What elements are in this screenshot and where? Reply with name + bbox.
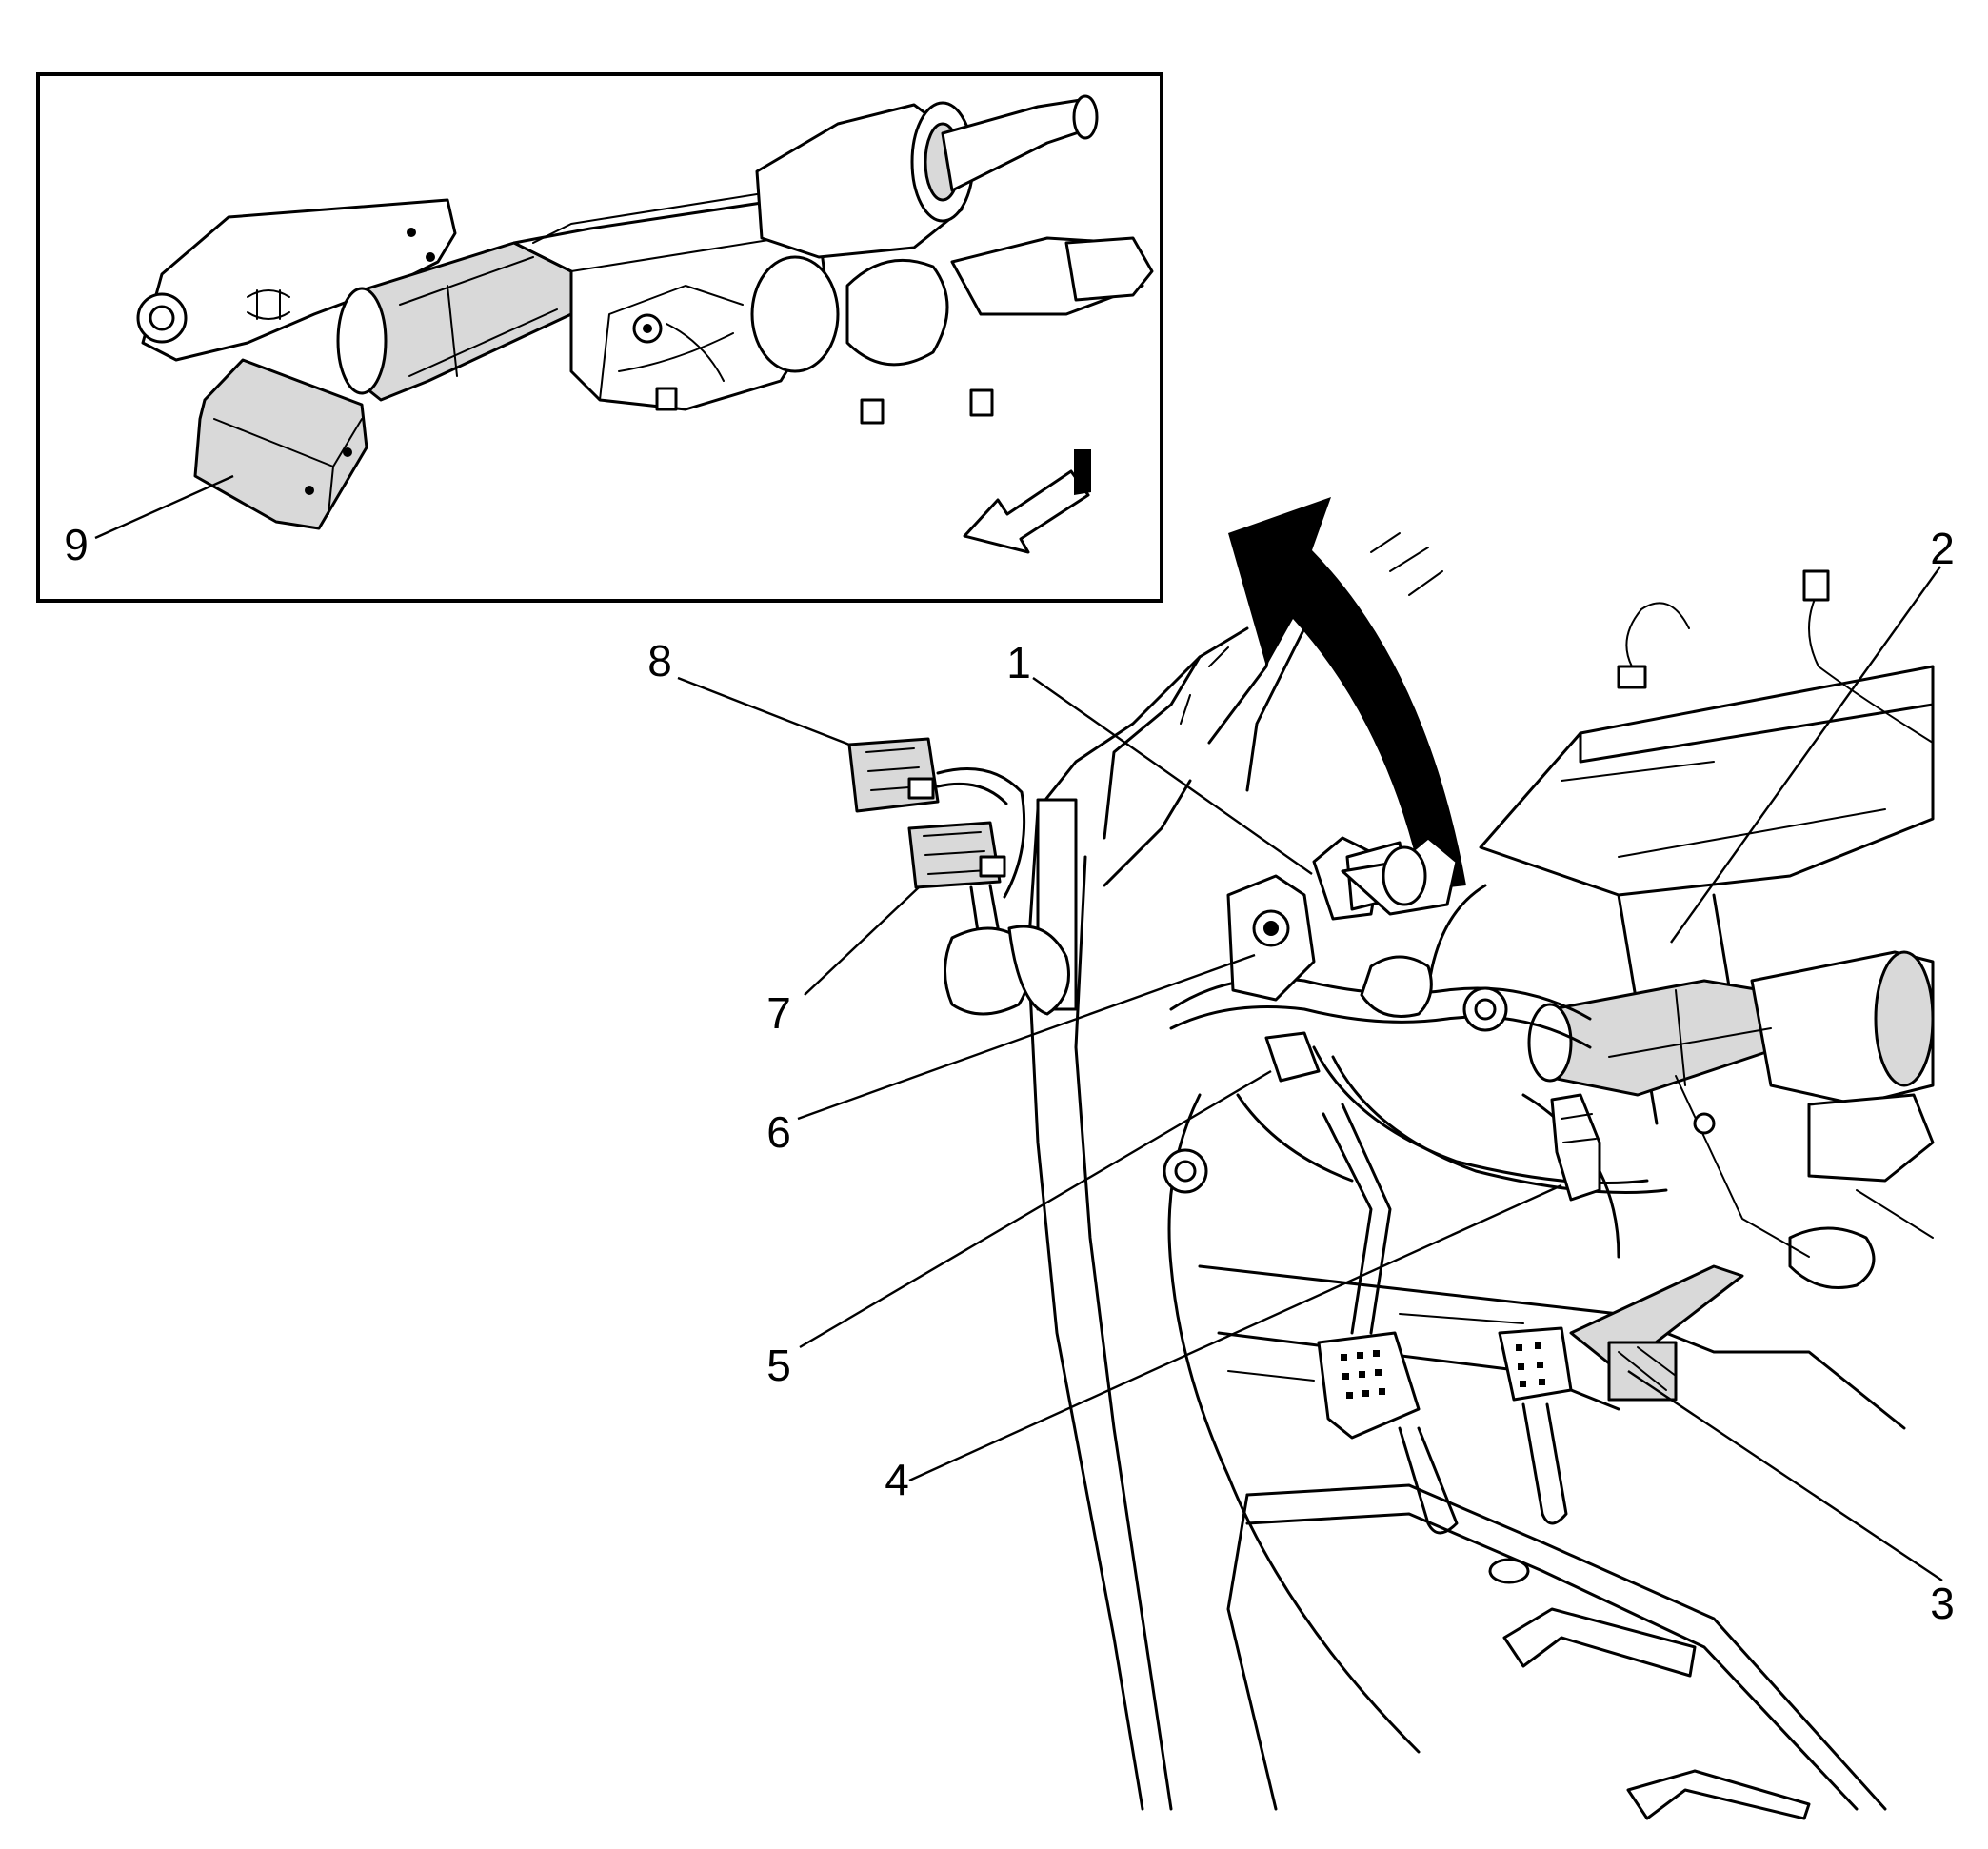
callout-4: 4 [885, 1455, 909, 1504]
callout-2: 2 [1930, 524, 1955, 573]
steering-column-main [1527, 950, 1935, 1289]
callout-5: 5 [766, 1341, 791, 1390]
callout-3: 3 [1930, 1579, 1955, 1628]
connector-8 [847, 737, 1026, 899]
steering-column-assembly [136, 94, 1154, 425]
callout-1: 1 [1006, 638, 1031, 687]
leader-line-9 [94, 474, 234, 540]
leader-line-2 [1670, 566, 1941, 944]
dash-frame [1026, 626, 1421, 1811]
leader-line-8 [677, 676, 850, 746]
callout-8: 8 [647, 636, 672, 686]
leader-line-4 [908, 1183, 1562, 1482]
leader-lines [677, 566, 1943, 1581]
brake-pedal [1317, 1103, 1459, 1535]
callout-7: 7 [766, 988, 791, 1038]
callout-9: 9 [64, 520, 89, 569]
detail-inset: 9 [36, 72, 1163, 603]
main-view: 1 2 3 4 5 6 7 8 [647, 497, 1955, 1820]
leader-line-5 [799, 1069, 1272, 1349]
leader-line-1 [1032, 677, 1313, 875]
callout-6: 6 [766, 1107, 791, 1157]
module-9 [193, 358, 368, 530]
direction-arrow-icon [963, 449, 1091, 554]
connector-7 [907, 821, 1070, 1016]
leader-line-7 [804, 886, 920, 996]
leader-line-3 [1627, 1370, 1943, 1581]
column-connectors [1226, 836, 1601, 1202]
leader-line-6 [797, 953, 1256, 1121]
door-pillar [1103, 607, 1316, 840]
removal-arrow-icon [1228, 497, 1466, 890]
floor-pan [1198, 1264, 1906, 1820]
accelerator-pedal [1498, 1264, 1744, 1525]
